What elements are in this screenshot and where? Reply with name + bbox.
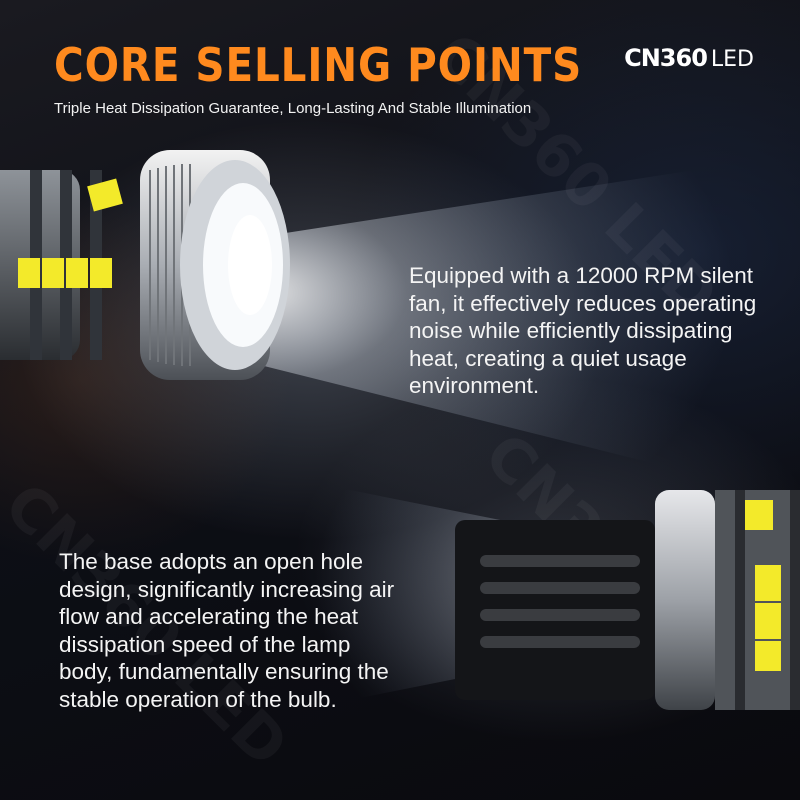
led-bulb-bottom-image <box>455 490 800 710</box>
logo-brand-text: CN360 <box>624 44 708 72</box>
page-title: CORE SELLING POINTS <box>54 38 583 92</box>
base-feature-text: The base adopts an open hole design, sig… <box>59 549 395 712</box>
led-bulb-top-image <box>0 150 290 380</box>
light-beam-top <box>240 160 760 490</box>
fan-feature-text: Equipped with a 12000 RPM silent fan, it… <box>409 263 757 398</box>
brand-logo: CN360 LED <box>624 44 754 72</box>
logo-suffix-text: LED <box>710 47 754 72</box>
page-subtitle: Triple Heat Dissipation Guarantee, Long-… <box>54 100 532 117</box>
